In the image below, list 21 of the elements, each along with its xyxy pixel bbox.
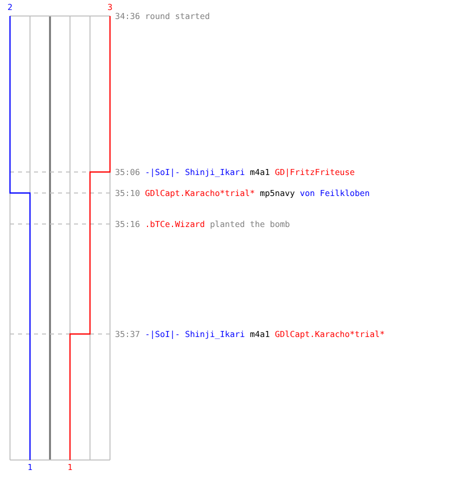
alive-count: 1 [68, 462, 72, 472]
weapon-name: m4a1 [250, 329, 270, 339]
timestamp: 35:16 [115, 219, 140, 229]
timestamp: 35:37 [115, 329, 140, 339]
timestamp: 34:36 [115, 11, 140, 21]
player-name: .bTCe.Wizard [144, 219, 205, 229]
timestamp: 35:10 [115, 188, 140, 198]
alive-count: 3 [108, 2, 112, 12]
player-name: -|SoI|- Shinji_Ikari [144, 167, 245, 177]
player-name: -|SoI|- Shinji_Ikari [144, 329, 245, 339]
player-name: GDlCapt.Karacho*trial* [144, 188, 255, 198]
event-text: round started [144, 11, 210, 21]
weapon-name: mp5navy [260, 188, 295, 198]
alive-count: 2 [8, 2, 12, 12]
weapon-name: m4a1 [250, 167, 270, 177]
timestamp: 35:06 [115, 167, 140, 177]
player-name: GD|FritzFriteuse [274, 167, 355, 177]
event-text: planted the bomb [210, 219, 290, 229]
alive-count: 1 [28, 462, 32, 472]
player-name: GDlCapt.Karacho*trial* [274, 329, 385, 339]
player-name: von Feilkloben [300, 188, 370, 198]
